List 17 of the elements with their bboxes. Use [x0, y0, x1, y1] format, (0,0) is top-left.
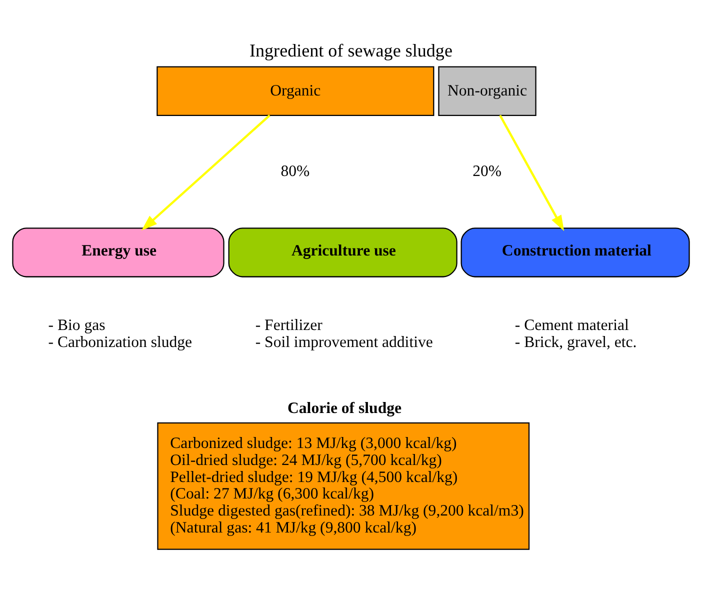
node-label: 80% [280, 162, 310, 180]
node-label: - Soil improvement additive [255, 333, 433, 350]
node-box: Non-organic [438, 66, 536, 116]
node-box: Organic [156, 66, 434, 116]
node-label: Calorie of sludge [288, 399, 402, 416]
node-label: 20% [472, 162, 502, 180]
node-label: - Fertilizer [255, 316, 322, 334]
node-label: - Cement material [514, 316, 629, 334]
node-label: - Bio gas [48, 316, 106, 334]
diagram-title: Ingredient of sewage sludge [250, 40, 452, 60]
arrow [142, 114, 270, 230]
arrow [499, 114, 564, 231]
node-box: Energy use [12, 227, 224, 277]
node-label: - Carbonization sludge [48, 333, 192, 350]
node-label: - Brick, gravel, etc. [514, 333, 637, 350]
node-box: Agriculture use [228, 227, 458, 277]
node-box: Construction material [460, 227, 690, 277]
